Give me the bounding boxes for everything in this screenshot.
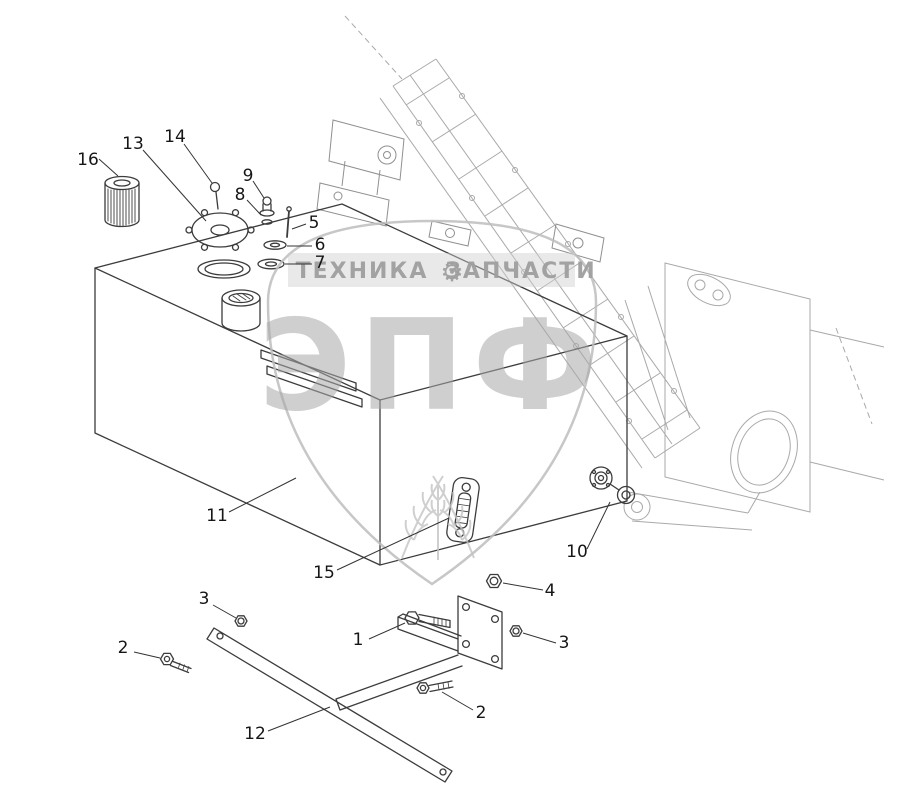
bolt-1 (404, 611, 451, 629)
oil-filter-element (104, 175, 140, 228)
part-label-10: 10 (566, 542, 588, 562)
cut-boundary-dashed (835, 327, 873, 425)
part-label-16: 16 (77, 150, 99, 170)
part-label-6: 6 (315, 235, 326, 255)
tank-body (94, 203, 628, 566)
cap-ball (209, 181, 221, 210)
wheat-ornament (401, 475, 475, 560)
part-label-11: 11 (206, 506, 228, 526)
breather-valve (259, 196, 275, 225)
nut-3-left (234, 615, 248, 627)
mount-strips (260, 349, 363, 408)
frame-side-plate (623, 262, 885, 531)
part-label-7: 7 (315, 253, 326, 273)
bolt-2-bottom (416, 680, 454, 694)
bolt-2-left (159, 652, 192, 674)
part-label-2a: 2 (118, 638, 129, 658)
seal-ring (197, 259, 251, 279)
watermark-brand: ЭПФ (259, 292, 606, 439)
part-label-13: 13 (122, 134, 144, 154)
part-label-2b: 2 (476, 703, 487, 723)
part-label-5: 5 (309, 213, 320, 233)
roller (730, 410, 798, 494)
hitch-bracket (316, 119, 605, 263)
part-label-1: 1 (353, 630, 364, 650)
cut-boundary-dashed (344, 15, 403, 80)
part-label-12: 12 (244, 724, 266, 744)
part-label-9: 9 (243, 166, 254, 186)
support-bar (206, 627, 463, 783)
cotter-pin (286, 206, 292, 238)
leader-lines (98, 143, 611, 732)
part-label-8: 8 (235, 185, 246, 205)
part-label-15: 15 (313, 563, 335, 583)
part-labels: 16 13 14 9 8 5 6 7 11 15 10 4 3 2 1 3 2 … (77, 127, 588, 744)
machine-frame (316, 15, 885, 531)
nut-3-right (509, 625, 523, 637)
watermark-band (288, 253, 575, 287)
part-label-3b: 3 (559, 633, 570, 653)
part-label-3a: 3 (199, 589, 210, 609)
mount-plate (397, 595, 503, 670)
gear-icon: ⚙ (440, 258, 463, 288)
washer-small (263, 240, 287, 250)
tank-assembly (94, 175, 636, 783)
watermark-shield (266, 219, 598, 586)
part-label-14: 14 (164, 127, 186, 147)
washer-large (257, 258, 285, 270)
filler-neck (221, 289, 261, 332)
watermark-text-right: ЗАПЧАСТИ (445, 259, 596, 284)
part-label-4: 4 (545, 581, 556, 601)
watermark: ТЕХНИКА ⚙ ЗАПЧАСТИ ЭПФ (259, 219, 606, 586)
watermark-text-left: ТЕХНИКА (296, 259, 429, 284)
flange-nut (485, 573, 503, 589)
drain-fitting (589, 466, 636, 505)
